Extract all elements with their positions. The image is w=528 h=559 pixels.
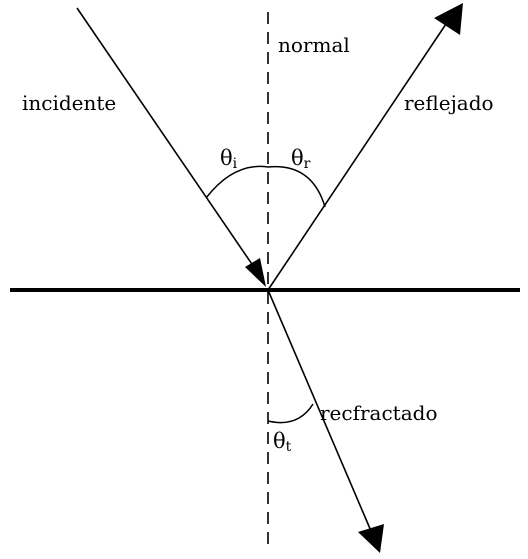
refraction-angle-arc: [267, 403, 314, 424]
reflected-ray: [267, 17, 451, 291]
incident-ray: [76, 7, 259, 274]
normal-label: normal: [278, 33, 350, 57]
theta-t-label: θt: [273, 429, 292, 455]
refracted-ray: [267, 289, 375, 539]
refracted-label: recfractado: [320, 401, 438, 425]
incident-label: incidente: [22, 91, 116, 115]
incident-arrowhead: [245, 258, 266, 287]
reflected-arrowhead: [434, 3, 463, 35]
reflected-label: reflejado: [404, 91, 494, 115]
reflection-angle-arc: [267, 165, 326, 208]
theta-r-label: θr: [291, 146, 311, 172]
theta-i-label: θi: [220, 146, 238, 172]
incidence-angle-arc: [205, 165, 269, 199]
refracted-arrowhead: [358, 524, 384, 553]
